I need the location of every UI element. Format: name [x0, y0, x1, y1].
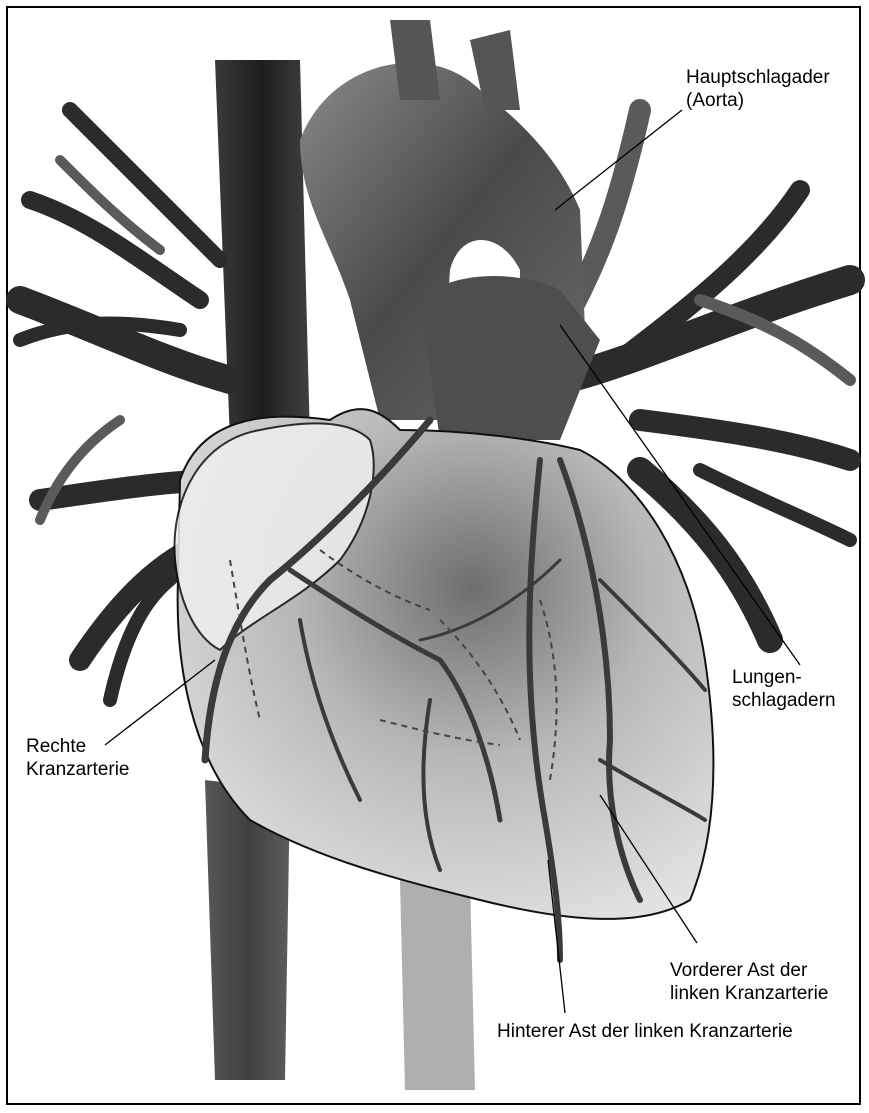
label-hinterer-ast: Hinterer Ast der linken Kranzarterie — [497, 1020, 793, 1043]
label-rechte-kranzarterie: Rechte Kranzarterie — [26, 735, 130, 781]
label-vorderer-ast: Vorderer Ast der linken Kranzarterie — [670, 959, 828, 1005]
label-lungenschlagadern: Lungen- schlagadern — [732, 666, 836, 712]
label-aorta: Hauptschlagader (Aorta) — [686, 66, 830, 112]
